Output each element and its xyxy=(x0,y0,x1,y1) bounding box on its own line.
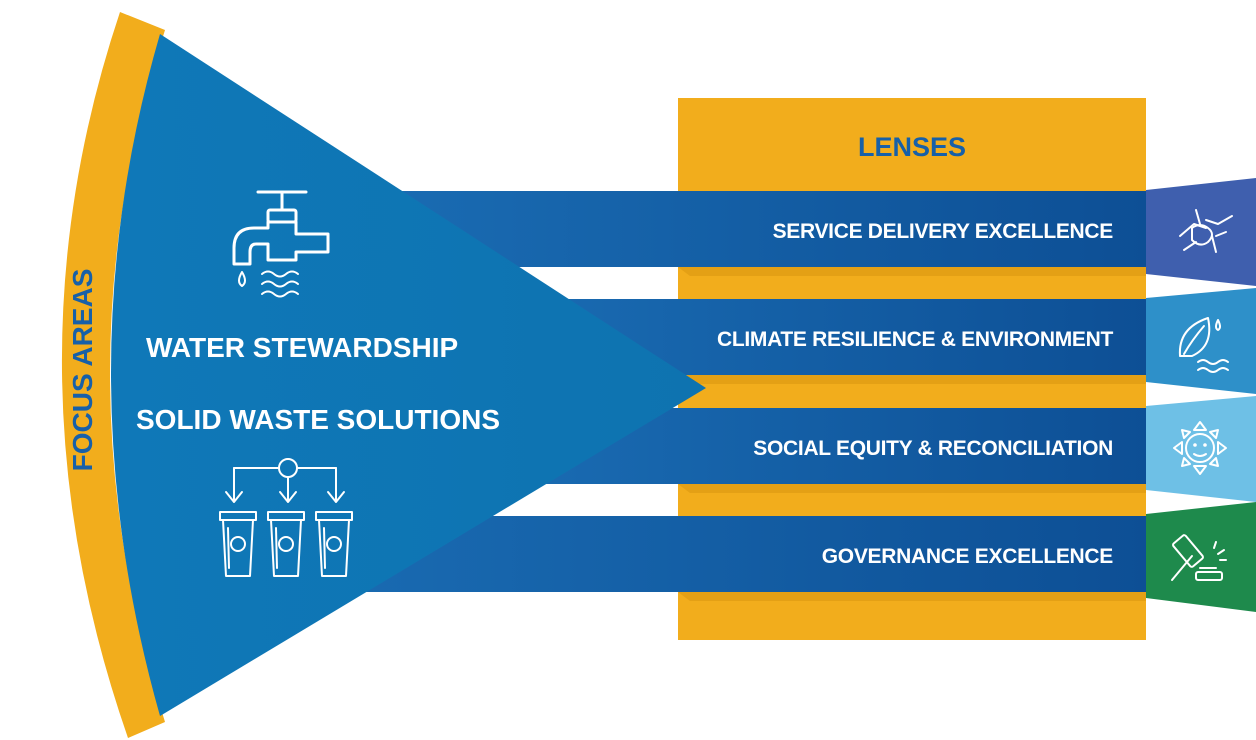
water-tap-icon xyxy=(232,190,330,298)
focus-areas-label: FOCUS AREAS xyxy=(67,269,98,472)
lens-label-climate-resilience: CLIMATE RESILIENCE & ENVIRONMENT xyxy=(717,328,1113,351)
focus-area-solid-waste-solutions: SOLID WASTE SOLUTIONS xyxy=(136,404,500,435)
lens-tab-4 xyxy=(1146,502,1256,612)
focus-areas-fan xyxy=(111,34,706,716)
lenses-title: LENSES xyxy=(858,132,966,162)
hands-together-icon xyxy=(1146,178,1256,286)
lens-band-shadow xyxy=(678,592,1146,601)
lens-label-service-delivery: SERVICE DELIVERY EXCELLENCE xyxy=(773,220,1114,243)
lens-tab-2 xyxy=(1146,288,1256,394)
focus-area-water-stewardship: WATER STEWARDSHIP xyxy=(146,332,458,363)
sun-face-icon xyxy=(1146,396,1256,502)
lens-band-shadow xyxy=(678,267,1146,276)
lens-tab-3 xyxy=(1146,396,1256,502)
lens-label-governance: GOVERNANCE EXCELLENCE xyxy=(822,545,1114,568)
gavel-icon xyxy=(1146,502,1256,612)
recycling-bins-icon xyxy=(219,458,353,577)
lens-label-social-equity: SOCIAL EQUITY & RECONCILIATION xyxy=(753,437,1113,460)
lens-band-shadow xyxy=(678,484,1146,493)
lens-band-shadow xyxy=(678,375,1146,384)
lens-tab-1 xyxy=(1146,178,1256,286)
focus-areas-gold-arc xyxy=(61,12,165,738)
leaf-water-icon xyxy=(1146,288,1256,394)
